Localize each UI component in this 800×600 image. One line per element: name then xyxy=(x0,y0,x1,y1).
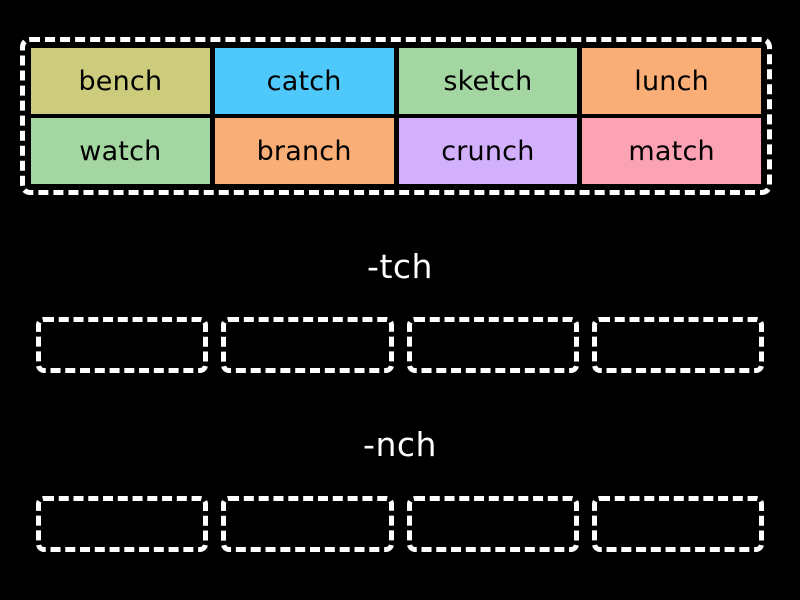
word-bank: bench catch sketch lunch watch branch cr… xyxy=(20,37,772,195)
drop-zone-nch-2[interactable] xyxy=(221,496,394,552)
word-tile-lunch[interactable]: lunch xyxy=(582,48,761,114)
drop-zone-nch-4[interactable] xyxy=(591,496,764,552)
drop-zone-tch-1[interactable] xyxy=(36,317,209,373)
drop-zone-tch-3[interactable] xyxy=(406,317,579,373)
drop-row-tch xyxy=(36,317,764,373)
drop-zone-tch-2[interactable] xyxy=(221,317,394,373)
word-tile-branch[interactable]: branch xyxy=(214,118,394,184)
word-tile-label: sketch xyxy=(443,65,533,97)
word-tile-label: branch xyxy=(256,135,352,167)
word-tile-label: catch xyxy=(266,65,342,97)
word-tile-bench[interactable]: bench xyxy=(31,48,210,114)
word-tile-label: bench xyxy=(78,65,163,97)
word-tile-match[interactable]: match xyxy=(582,118,761,184)
category-label-nch: -nch xyxy=(363,425,437,464)
word-tile-watch[interactable]: watch xyxy=(31,118,210,184)
word-tile-crunch[interactable]: crunch xyxy=(398,118,578,184)
word-bank-grid: bench catch sketch lunch watch branch cr… xyxy=(31,48,761,184)
drop-zone-tch-4[interactable] xyxy=(591,317,764,373)
drop-zone-nch-3[interactable] xyxy=(406,496,579,552)
word-tile-sketch[interactable]: sketch xyxy=(398,48,578,114)
drop-zone-nch-1[interactable] xyxy=(36,496,209,552)
word-tile-label: lunch xyxy=(634,65,709,97)
word-tile-label: watch xyxy=(79,135,162,167)
drop-row-nch xyxy=(36,496,764,552)
category-label-tch: -tch xyxy=(367,247,433,286)
word-tile-label: match xyxy=(628,135,715,167)
word-tile-catch[interactable]: catch xyxy=(214,48,394,114)
word-tile-label: crunch xyxy=(441,135,535,167)
